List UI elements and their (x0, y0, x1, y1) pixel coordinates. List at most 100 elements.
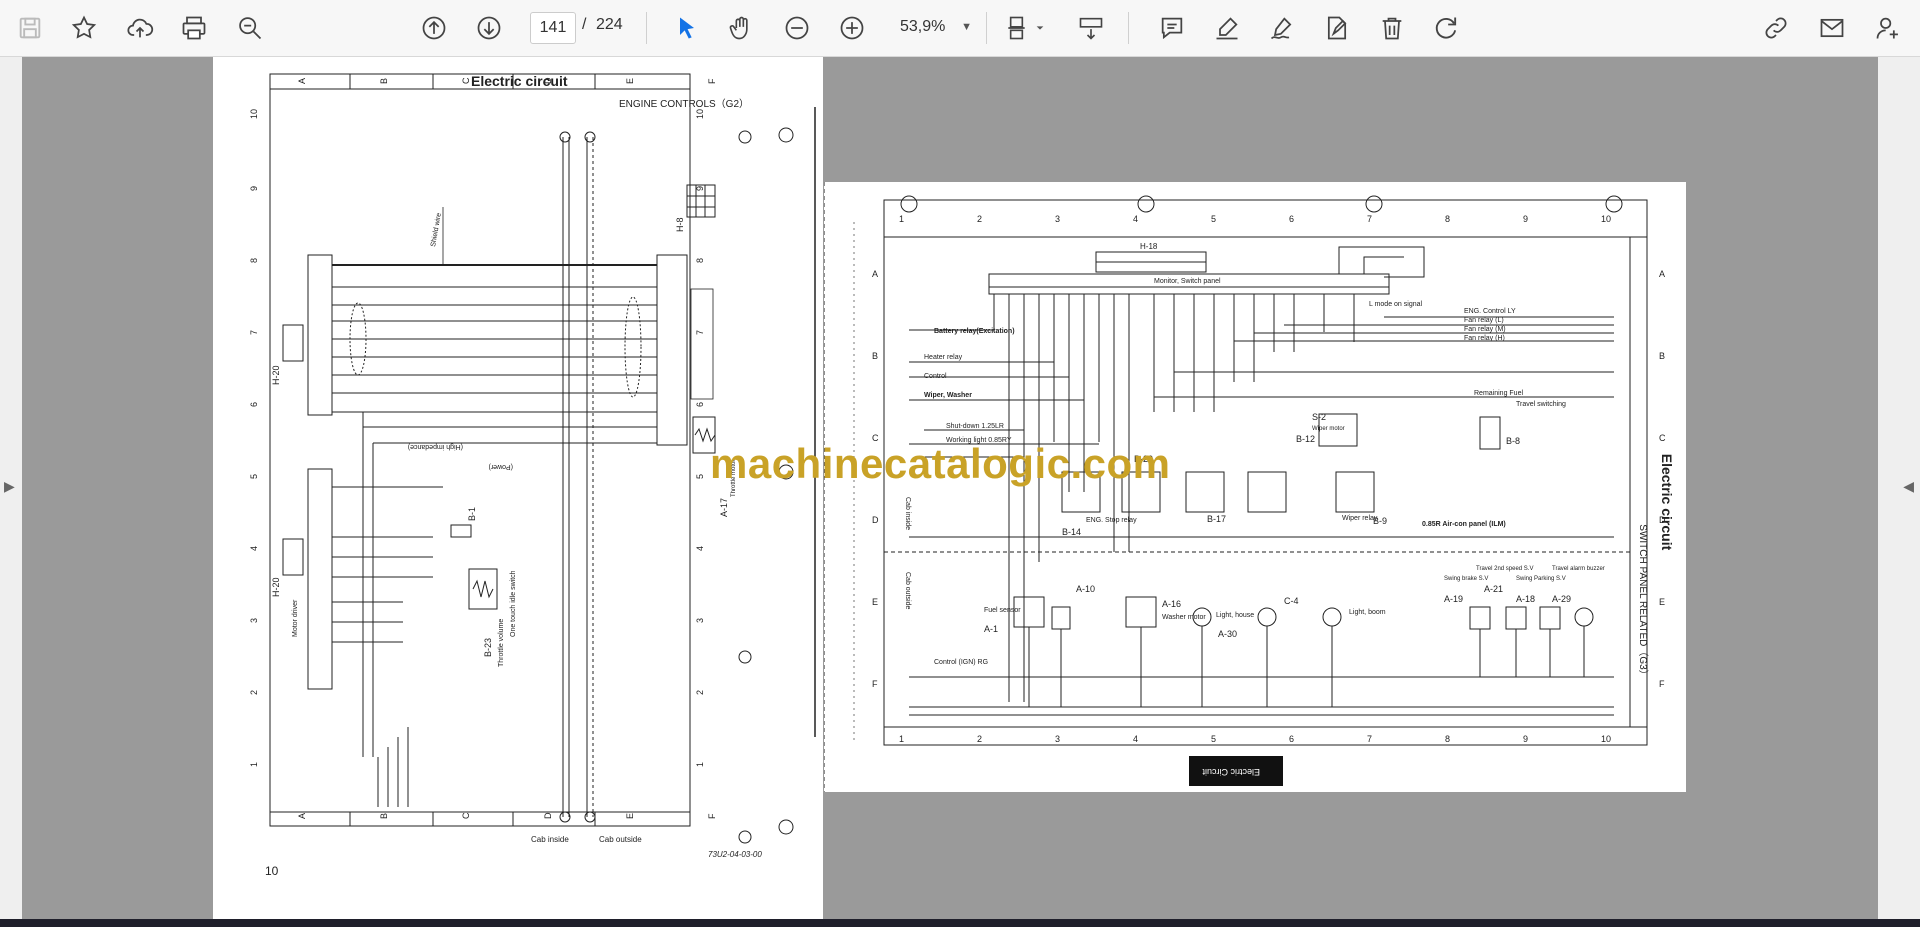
zoom-search-icon[interactable] (232, 10, 268, 46)
previous-page-icon[interactable] (416, 10, 452, 46)
grid-row-label: 4 (695, 546, 705, 551)
scroll-mode-icon[interactable] (1073, 10, 1109, 46)
grid-column-label: 4 (1133, 214, 1138, 224)
a19-label: A-19 (1444, 594, 1463, 604)
toolbar-divider (986, 12, 987, 44)
left-panel-rail[interactable] (0, 57, 22, 919)
grid-column-label: 2 (977, 734, 982, 744)
zoom-level-value: 53,9% (900, 18, 946, 35)
travel-switching-label: Travel switching (1516, 401, 1566, 408)
wiper-relay-label: Wiper relay (1342, 515, 1378, 522)
draw-signature-icon[interactable] (1264, 10, 1300, 46)
pdf-page-switch-panel: Electric Circuit Electric circuit SWITCH… (823, 182, 1686, 792)
toolbar: 141 / 224 53,9% ▼ (0, 0, 1920, 57)
page-number-input[interactable]: 141 (530, 12, 576, 44)
grid-column-label: 1 (899, 734, 904, 744)
c4-label: C-4 (1284, 596, 1299, 606)
grid-column-label: B (379, 78, 389, 84)
a1-label: A-1 (984, 624, 998, 634)
a30-label: A-30 (1218, 629, 1237, 639)
grid-row-label: A (1659, 269, 1665, 279)
print-icon[interactable] (176, 10, 212, 46)
grid-column-label: C (461, 812, 471, 819)
throttle-volume-label: Throttle volume (498, 619, 505, 667)
a21-label: A-21 (1484, 584, 1503, 594)
grid-row-label: 9 (695, 186, 705, 191)
zoom-level-select[interactable]: 53,9% ▼ (888, 12, 978, 42)
shield-wire-label: Shield wire (430, 212, 443, 247)
grid-column-label: 7 (1367, 214, 1372, 224)
grid-row-label: E (1659, 597, 1665, 607)
cab-outside-label: Cab outside (599, 835, 642, 844)
expand-right-panel-icon[interactable]: ◀ (1903, 478, 1914, 494)
a17-label: A-17 (719, 498, 729, 517)
fan-relay-h-label: Fan relay (H) (1464, 335, 1505, 342)
b17-label: B-17 (1207, 514, 1226, 524)
delete-trash-icon[interactable] (1374, 10, 1410, 46)
motor-driver-label: Motor driver (292, 599, 299, 637)
grid-column-label: 2 (977, 214, 982, 224)
wiper-motor-label: Wiper motor (1312, 426, 1345, 432)
eng-control-label: ENG. Control LY (1464, 308, 1516, 315)
travel-alarm-label: Travel alarm buzzer (1552, 566, 1605, 572)
b12-label: B-12 (1296, 434, 1315, 444)
grid-row-label: 4 (249, 546, 259, 551)
redo-icon[interactable] (1429, 10, 1465, 46)
a16-label: A-16 (1162, 599, 1181, 609)
email-icon[interactable] (1814, 10, 1850, 46)
connector-label-top: H-20 (271, 365, 281, 385)
grid-column-label: D (543, 77, 553, 84)
next-page-icon[interactable] (471, 10, 507, 46)
grid-row-label: 10 (249, 109, 259, 119)
fit-options-chevron-icon[interactable] (1030, 10, 1050, 46)
add-user-icon[interactable] (1870, 10, 1906, 46)
side-subtitle: SWITCH PANEL RELATED（G3） (1637, 524, 1649, 679)
power-label: (Power) (488, 463, 513, 470)
swing-parking-label: Swing Parking S.V (1516, 576, 1566, 582)
fit-page-icon[interactable] (1002, 10, 1038, 46)
grid-row-label: 7 (249, 330, 259, 335)
comment-icon[interactable] (1154, 10, 1190, 46)
zoom-out-icon[interactable] (779, 10, 815, 46)
grid-row-label: 5 (695, 474, 705, 479)
page-subtitle: ENGINE CONTROLS（G2） (619, 98, 749, 110)
remaining-fuel-label: Remaining Fuel (1474, 390, 1523, 397)
taskbar-strip (0, 919, 1920, 927)
s2-label: S-2 (1312, 412, 1326, 422)
grid-column-label: 5 (1211, 214, 1216, 224)
grid-row-label: 9 (249, 186, 259, 191)
washer-motor-label: Washer motor (1162, 614, 1206, 621)
grid-row-label: 8 (249, 258, 259, 263)
grid-column-label: B (379, 813, 389, 819)
switch-panel-schematic: Electric Circuit Electric circuit SWITCH… (823, 182, 1675, 792)
working-light-label: Working light 0.85RY (946, 437, 1012, 444)
expand-left-panel-icon[interactable]: ▶ (4, 478, 15, 494)
select-cursor-icon[interactable] (669, 10, 705, 46)
grid-row-label: D (1659, 515, 1666, 525)
grid-column-label: 10 (1601, 734, 1611, 744)
hand-tool-icon[interactable] (723, 10, 759, 46)
cab-outside-label: Cab outside (904, 572, 911, 609)
right-panel-rail[interactable] (1878, 57, 1920, 919)
grid-column-label: 5 (1211, 734, 1216, 744)
a29-label: A-29 (1552, 594, 1571, 604)
connector-label-bottom: H-20 (271, 577, 281, 597)
monitor-label: Monitor, Switch panel (1154, 278, 1221, 285)
grid-row-label: 3 (695, 618, 705, 623)
upload-cloud-icon[interactable] (122, 10, 158, 46)
zoom-in-icon[interactable] (834, 10, 870, 46)
share-link-icon[interactable] (1758, 10, 1794, 46)
star-bookmark-icon[interactable] (66, 10, 102, 46)
edit-document-icon[interactable] (1319, 10, 1355, 46)
b8-label: B-8 (1506, 436, 1520, 446)
grid-row-label: C (1659, 433, 1666, 443)
grid-column-label: D (543, 812, 553, 819)
save-icon[interactable] (12, 10, 48, 46)
grid-row-label: C (872, 433, 879, 443)
b9-label: B-9 (1373, 516, 1387, 526)
highlight-pen-icon[interactable] (1209, 10, 1245, 46)
grid-row-label: 8 (695, 258, 705, 263)
grid-row-label: 2 (695, 690, 705, 695)
page-separator: / (582, 16, 587, 33)
travel-2nd-label: Travel 2nd speed S.V (1476, 566, 1533, 572)
